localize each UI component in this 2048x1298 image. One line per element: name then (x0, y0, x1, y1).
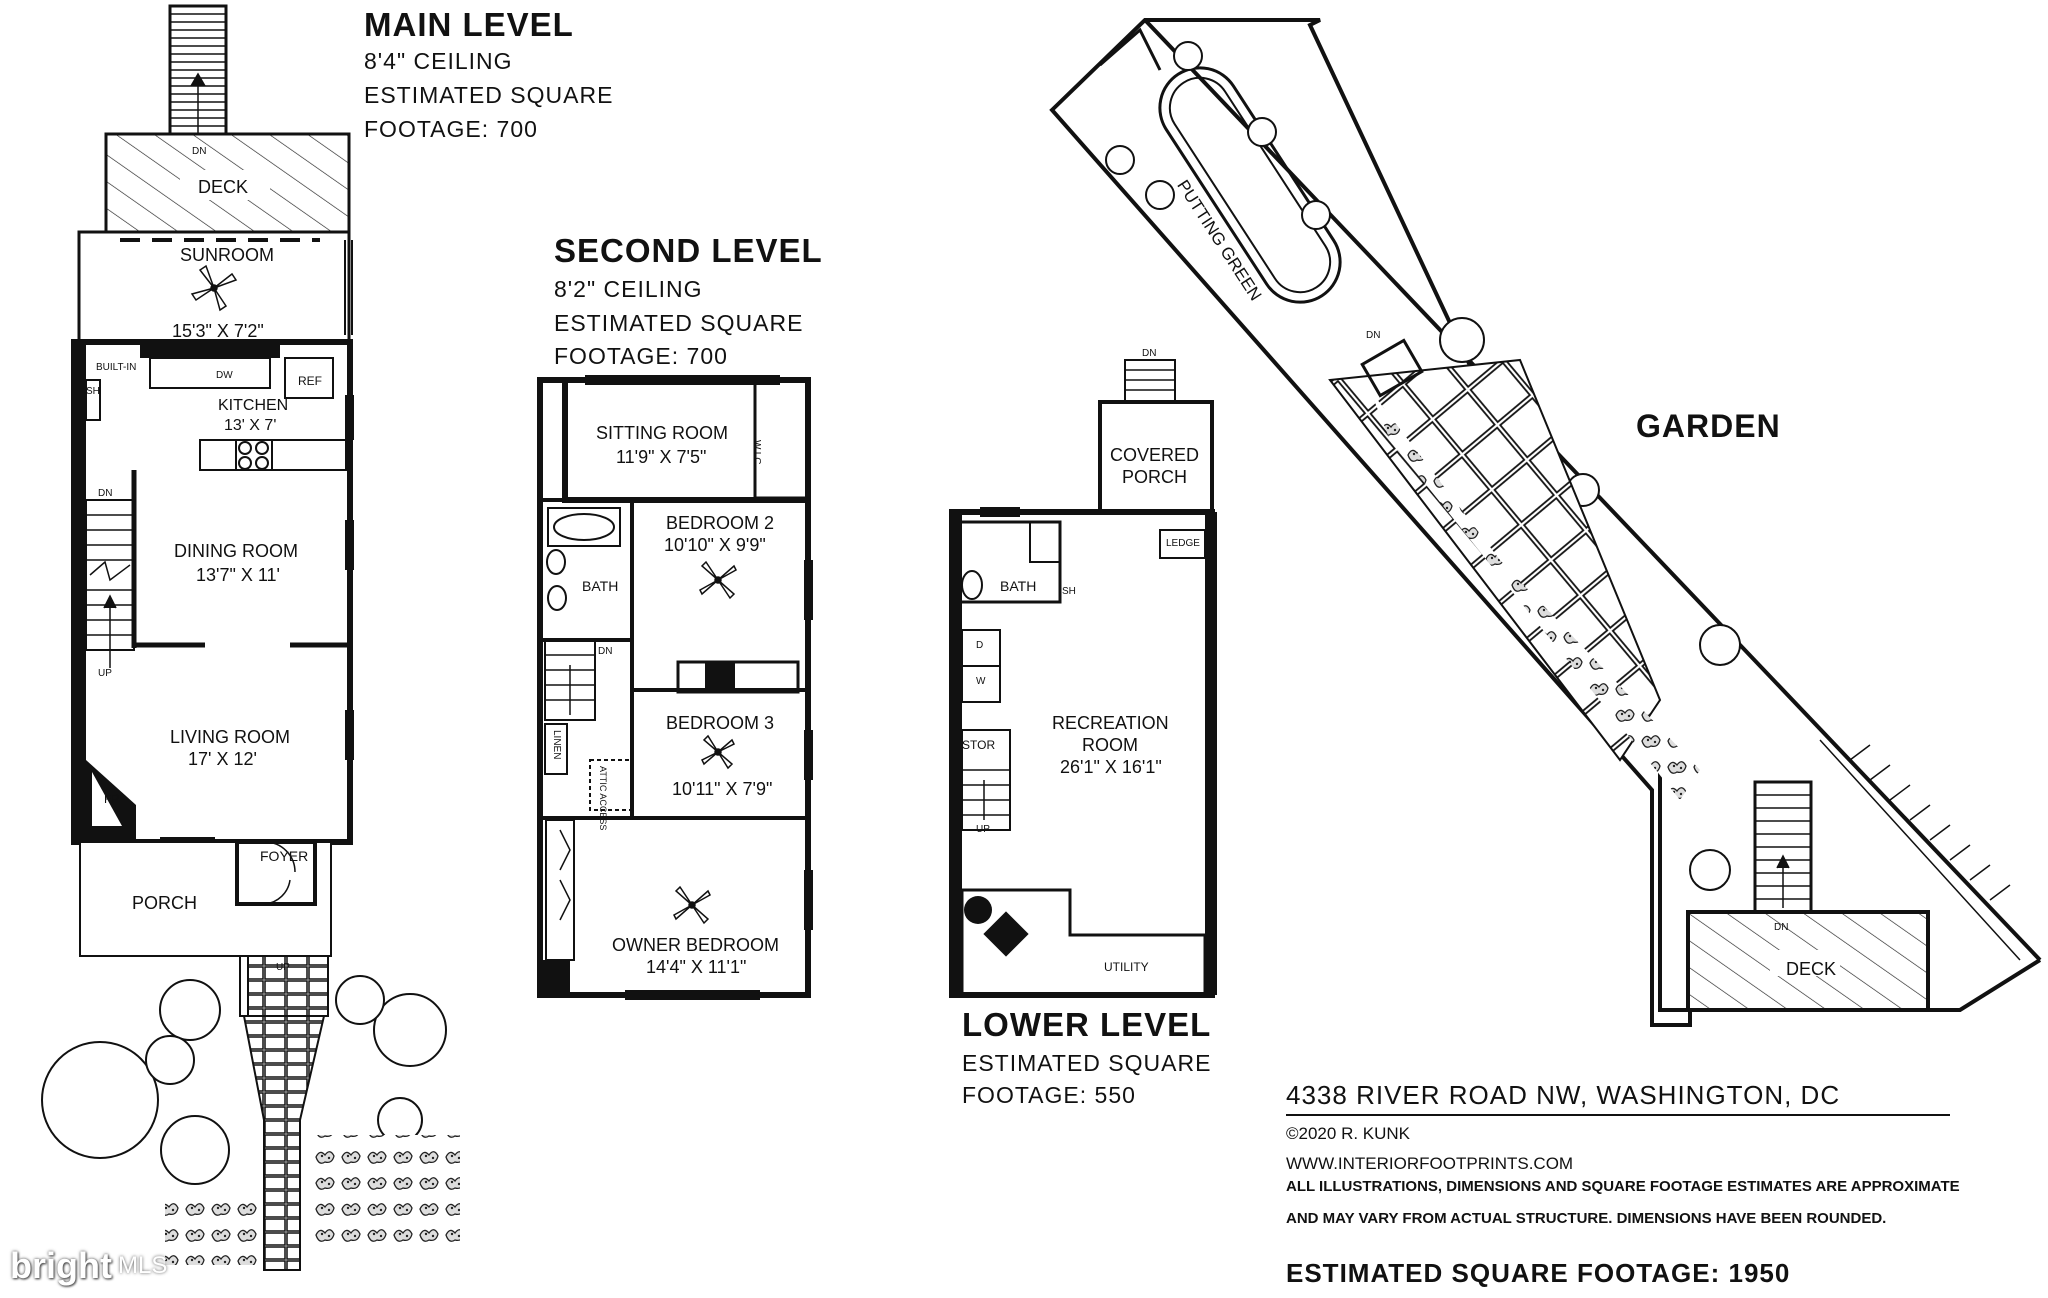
main-stairs-dn: DN (98, 488, 113, 499)
covered-porch-label-2: PORCH (1122, 467, 1188, 487)
kitchen-label: KITCHEN (218, 397, 289, 414)
copyright-notice: ©2020 R. KUNK (1286, 1124, 1411, 1143)
refrigerator-label: REF (298, 374, 322, 388)
kitchen-dimensions: 13' X 7' (224, 417, 277, 434)
main-level-plan (41, 4, 460, 1271)
main-level-title: MAIN LEVEL (364, 6, 574, 43)
total-square-footage: ESTIMATED SQUARE FOOTAGE: 1950 (1286, 1258, 1791, 1288)
property-address: 4338 RIVER ROAD NW, WASHINGTON, DC (1286, 1080, 1841, 1110)
owner-bedroom-label: OWNER BEDROOM (612, 935, 780, 955)
porch-label: PORCH (132, 893, 198, 913)
main-deck-dn: DN (192, 146, 207, 157)
bright-mls-logo: bright MLS (10, 1242, 210, 1290)
living-room-dimensions: 17' X 12' (188, 749, 257, 769)
second-bath-label: BATH (582, 578, 619, 594)
recreation-room-dimensions: 26'1" X 16'1" (1060, 757, 1162, 777)
ledge-label: LEDGE (1166, 538, 1200, 549)
disclaimer-line-2: AND MAY VARY FROM ACTUAL STRUCTURE. DIME… (1286, 1210, 1887, 1227)
utility-label: UTILITY (1104, 960, 1149, 974)
sitting-room-dimensions: 11'9" X 7'5" (616, 447, 707, 467)
dining-room-dimensions: 13'7" X 11' (196, 565, 280, 585)
linen-label: LINEN (551, 730, 562, 760)
lower-shower-label: SH (1062, 586, 1076, 597)
garden-deck-label: DECK (1786, 959, 1837, 979)
recreation-room-label-1: RECREATION (1052, 713, 1169, 733)
wic-label: W.I.C. (751, 440, 762, 468)
garden-plan (1049, 18, 2042, 1027)
second-level-sqft-line2: FOOTAGE: 700 (554, 343, 728, 369)
lower-level-plan (949, 359, 1217, 998)
lower-level-sqft-line1: ESTIMATED SQUARE (962, 1050, 1212, 1076)
lower-level-sqft-line2: FOOTAGE: 550 (962, 1082, 1136, 1108)
bedroom-3-label: BEDROOM 3 (666, 713, 775, 733)
garden-dn-top: DN (1366, 330, 1381, 341)
main-deck-label: DECK (198, 177, 249, 197)
dryer-label: D (976, 640, 984, 651)
front-walk-up: UP (276, 962, 290, 973)
washer-label: W (976, 676, 986, 687)
sunroom-dimensions: 15'3" X 7'2" (172, 321, 264, 341)
dishwasher-label: DW (216, 370, 233, 381)
mls-logo-text: MLS (117, 1252, 168, 1279)
lower-porch-dn: DN (1142, 348, 1157, 359)
bright-logo-text: bright (10, 1245, 112, 1286)
main-level-ceiling: 8'4" CEILING (364, 48, 513, 74)
garden-dn-deck: DN (1774, 922, 1789, 933)
bedroom-2-dimensions: 10'10" X 9'9" (664, 535, 766, 555)
main-stairs-up: UP (98, 668, 112, 679)
built-in-label: BUILT-IN (96, 362, 137, 373)
dining-room-label: DINING ROOM (174, 541, 298, 561)
bedroom-3-dimensions: 10'11" X 7'9" (672, 779, 773, 799)
sitting-room-label: SITTING ROOM (596, 423, 728, 443)
garden-title: GARDEN (1636, 408, 1781, 444)
lower-level-title: LOWER LEVEL (962, 1006, 1212, 1043)
second-level-plan (537, 375, 813, 1000)
foyer-label: FOYER (260, 848, 309, 864)
main-level-sqft-line1: ESTIMATED SQUARE (364, 82, 614, 108)
covered-porch-label-1: COVERED (1110, 445, 1200, 465)
recreation-room-label-2: ROOM (1082, 735, 1138, 755)
disclaimer-line-1: ALL ILLUSTRATIONS, DIMENSIONS AND SQUARE… (1286, 1178, 1960, 1195)
attic-access-label: ATTIC ACCESS (598, 766, 608, 831)
second-stairs-dn: DN (598, 646, 613, 657)
sunroom-label: SUNROOM (180, 245, 274, 265)
bedroom-2-label: BEDROOM 2 (666, 513, 775, 533)
second-level-title: SECOND LEVEL (554, 232, 823, 269)
living-room-label: LIVING ROOM (170, 727, 291, 747)
website-link[interactable]: WWW.INTERIORFOOTPRINTS.COM (1286, 1154, 1574, 1173)
main-shower-label: SH (86, 386, 100, 397)
lower-stairs-up: UP (976, 824, 990, 835)
lower-bath-label: BATH (1000, 578, 1037, 594)
main-level-sqft-line2: FOOTAGE: 700 (364, 116, 538, 142)
second-level-ceiling: 8'2" CEILING (554, 276, 703, 302)
owner-bedroom-dimensions: 14'4" X 11'1" (646, 957, 747, 977)
fireplace-label: FP (104, 792, 120, 806)
storage-label: STOR (962, 738, 996, 752)
second-level-sqft-line1: ESTIMATED SQUARE (554, 310, 804, 336)
